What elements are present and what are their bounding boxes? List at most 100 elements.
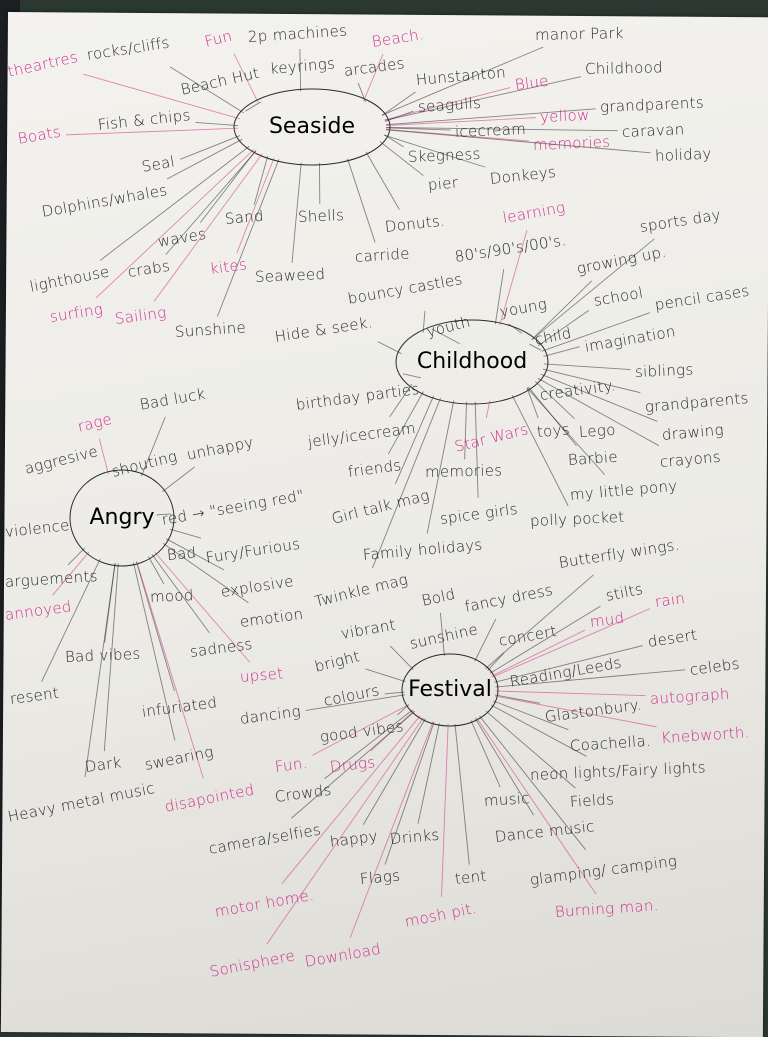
mindmap-word: swearing bbox=[144, 745, 215, 773]
mindmap-word: emotion bbox=[239, 607, 304, 630]
mindmap-word: Sonisphere bbox=[209, 948, 297, 980]
mindmap-word: memories bbox=[425, 463, 503, 480]
mindmap-word: theartres bbox=[6, 50, 79, 80]
mindmap-word: concert bbox=[498, 624, 558, 649]
mindmap-word: Fish & chips bbox=[97, 108, 191, 133]
mindmap-word: arguements bbox=[5, 569, 99, 590]
mindmap-word: upset bbox=[239, 666, 284, 685]
mindmap-word: neon lights/Fairy lights bbox=[530, 760, 706, 783]
mindmap-word: dancing bbox=[239, 704, 302, 727]
mindmap-word: Bold bbox=[420, 587, 456, 609]
mindmap-word: shouting bbox=[110, 449, 179, 480]
mindmap-word: icecream bbox=[455, 122, 527, 140]
mindmap-word: unhappy bbox=[186, 435, 255, 463]
mindmap-word: bright bbox=[313, 649, 361, 675]
mindmap-word: Girl talk mag bbox=[330, 488, 431, 527]
mindmap-word: Sunshine bbox=[175, 320, 247, 340]
mindmap-word: autograph bbox=[650, 687, 731, 707]
mindmap-word: Fun bbox=[203, 29, 234, 50]
mindmap-word: Coachella. bbox=[570, 734, 652, 754]
mindmap-word: sports day bbox=[639, 208, 722, 235]
mindmap-word: camera/selfies bbox=[208, 822, 322, 857]
mindmap-word: mosh pit. bbox=[404, 901, 478, 930]
mindmap-word: pier bbox=[427, 175, 458, 193]
mindmap-center-angry: Angry bbox=[89, 507, 154, 529]
mindmap-word: music bbox=[484, 791, 531, 809]
mindmap-word: jelly/icecream bbox=[307, 421, 417, 450]
mindmap-word: grandparents bbox=[600, 95, 705, 115]
mindmap-word: mood bbox=[150, 588, 194, 605]
mindmap-word: holiday bbox=[655, 147, 712, 164]
mindmap-word: polly pocket bbox=[530, 510, 625, 529]
mindmap-word: crayons bbox=[659, 450, 721, 470]
mindmap-word: Fury/Furious bbox=[205, 537, 301, 566]
mindmap-word: Skegness bbox=[408, 147, 481, 165]
mindmap-word: sadness bbox=[189, 637, 253, 660]
mindmap-word: memories bbox=[533, 135, 611, 153]
mindmap-word: kites bbox=[209, 257, 248, 277]
mindmap-word: Flags bbox=[359, 869, 400, 887]
mindmap-word: grandparents bbox=[644, 391, 749, 415]
mindmap-word: Shells bbox=[298, 208, 345, 225]
mindmap-word: good vibes bbox=[319, 719, 405, 745]
mindmap-word: friends bbox=[347, 458, 402, 480]
mindmap-word: Barbie bbox=[568, 450, 619, 468]
mindmap-word: seagulls bbox=[418, 96, 482, 115]
mindmap-word: Family holidays bbox=[362, 538, 483, 563]
mindmap-word: crabs bbox=[127, 259, 171, 280]
mindmap-word: resent bbox=[9, 686, 60, 707]
mindmap-word: imagination bbox=[584, 324, 677, 355]
mindmap-word: Knebworth. bbox=[661, 725, 751, 746]
mindmap-word: school bbox=[593, 285, 645, 308]
mindmap-word: rain bbox=[654, 591, 686, 610]
mindmap-word: youth bbox=[425, 314, 472, 339]
mindmap-word: Beach Hut bbox=[179, 66, 260, 98]
mindmap-word: siblings bbox=[635, 362, 694, 380]
mindmap-word: pencil cases bbox=[654, 284, 751, 313]
mindmap-word: celebs bbox=[689, 657, 741, 678]
mindmap-word: Beach. bbox=[371, 27, 425, 50]
mindmap-word: Fun. bbox=[274, 756, 308, 775]
mindmap-word: creativity. bbox=[539, 378, 617, 403]
mindmap-word: disapointed bbox=[164, 782, 256, 814]
mindmap-word: Donuts. bbox=[384, 213, 446, 234]
mindmap-word: glamping/ camping bbox=[529, 854, 678, 888]
mindmap-word: drawing bbox=[661, 423, 724, 443]
mindmap-word: Drugs bbox=[329, 755, 376, 775]
mindmap-word: arcades bbox=[343, 56, 406, 79]
mindmap-word: bouncy castles bbox=[347, 272, 464, 307]
mindmap-word: Lego bbox=[579, 423, 617, 440]
mindmap-word: Dark bbox=[84, 755, 122, 775]
mindmap-center-childhood: Childhood bbox=[417, 351, 527, 373]
mindmap-word: Sailing bbox=[114, 305, 167, 327]
mindmap-word: Hide & seek. bbox=[274, 315, 374, 345]
mindmap-word: Hunstanton bbox=[415, 65, 506, 88]
mindmap-word: Glastonbury. bbox=[544, 697, 643, 725]
mindmap-word: rage bbox=[76, 412, 113, 435]
mindmap-word: explosive bbox=[220, 574, 295, 600]
mindmap-word: Drinks bbox=[389, 828, 440, 847]
mindmap-center-festival: Festival bbox=[408, 679, 492, 701]
mindmap-word: motor home. bbox=[214, 888, 315, 920]
mindmap-word: Bad luck bbox=[139, 387, 207, 413]
mindmap-word: desert bbox=[647, 628, 698, 650]
mindmap-word: 2p machines bbox=[248, 24, 348, 45]
mindmap-word: mud bbox=[589, 611, 625, 630]
mindmap-word: Childhood bbox=[585, 60, 663, 77]
mindmap-word: Sand bbox=[224, 209, 264, 227]
mindmap-word: carride bbox=[355, 246, 411, 265]
mindmap-word: Reading/Leeds bbox=[509, 655, 623, 689]
mindmap-word: surfing bbox=[49, 302, 104, 325]
mindmap-word: Blue bbox=[514, 74, 550, 93]
mindmap-word: keyrings bbox=[269, 56, 335, 77]
mindmap-word: learning bbox=[502, 200, 567, 226]
mindmap-word: toys bbox=[536, 422, 570, 440]
mindmap-word: sunshine bbox=[408, 622, 479, 652]
mindmap-word: Dance music bbox=[494, 819, 595, 845]
mindmap-word: Butterfly wings. bbox=[558, 538, 681, 571]
mindmap-word: young bbox=[499, 297, 548, 320]
mindmap-word: Burning man. bbox=[555, 898, 660, 920]
mindmap-word: Download bbox=[304, 942, 382, 970]
mindmap-word: Star Wars bbox=[453, 422, 530, 455]
